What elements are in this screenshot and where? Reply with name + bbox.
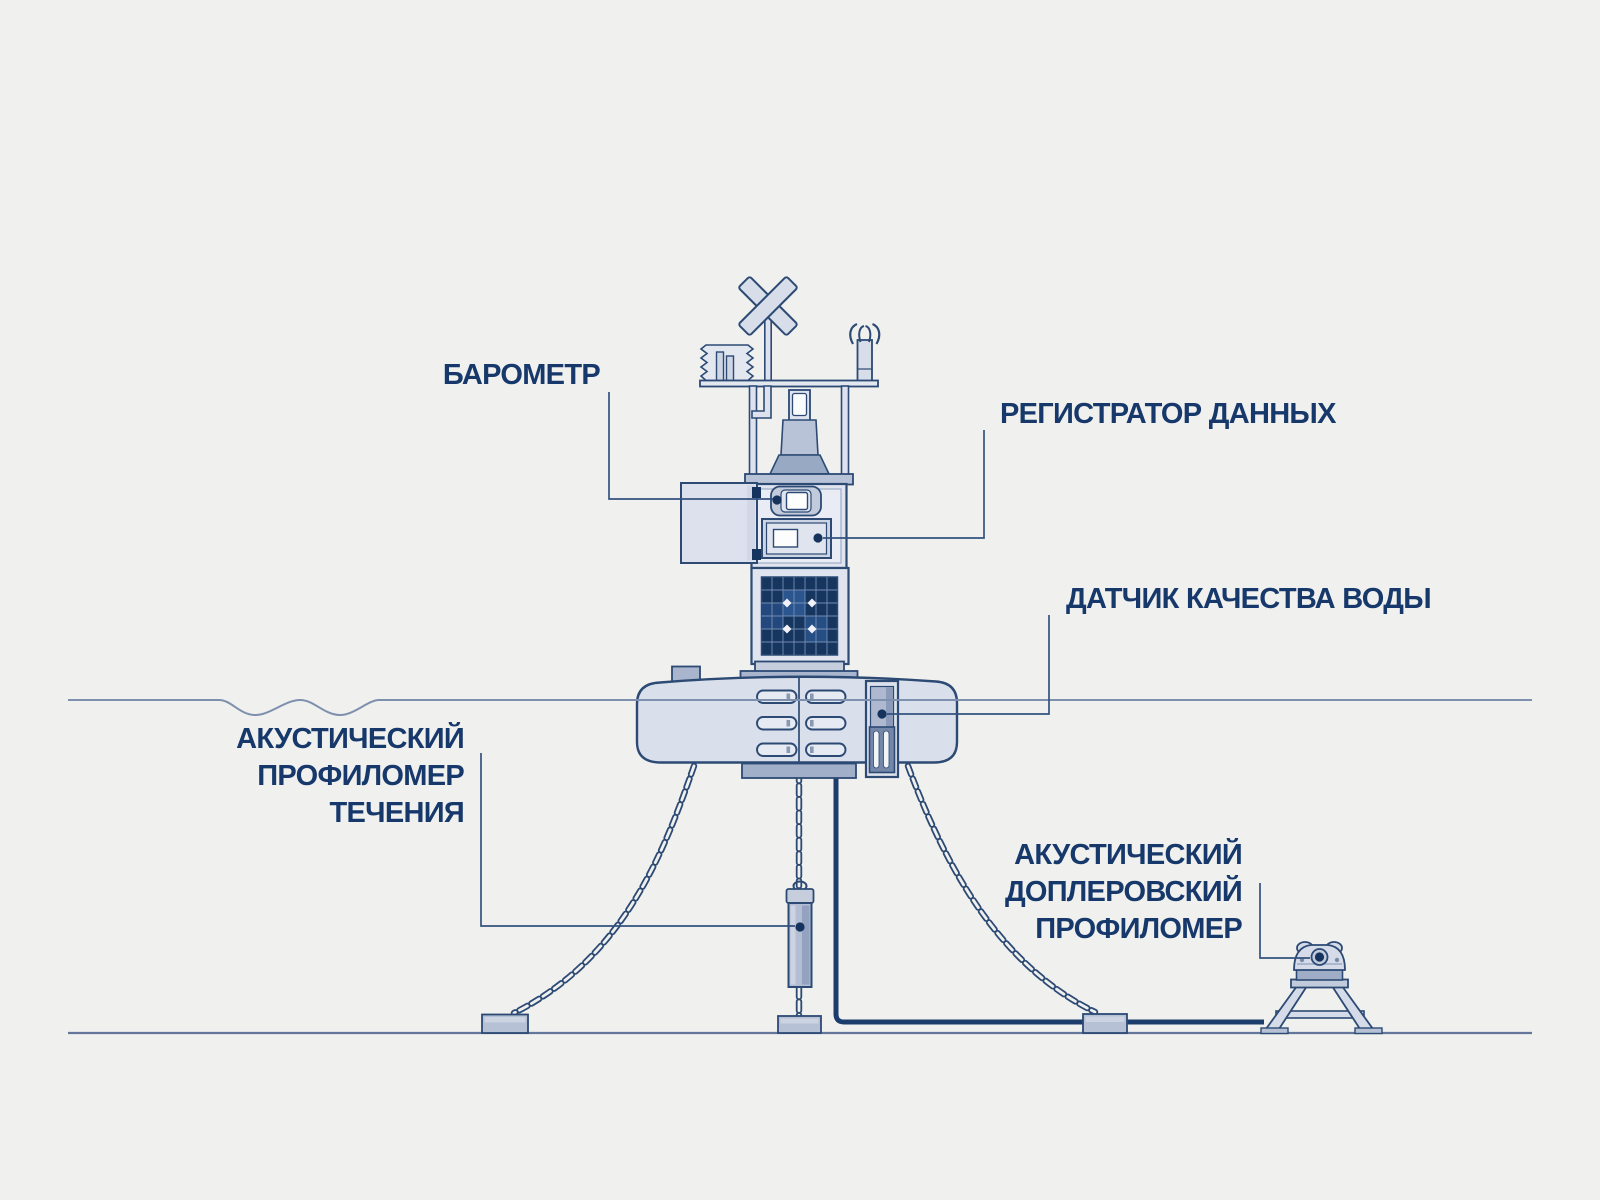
barometer-unit [770,485,822,517]
doppler-profiler-tripod [1260,941,1383,1035]
beacon-light-icon [768,389,831,475]
leader-barometer [608,392,773,500]
callout-leaders [480,392,1310,959]
enclosure-door [680,482,761,564]
anchor-blocks [481,1013,1128,1034]
callout-dots [772,495,887,932]
label-water-quality-sensor: ДАТЧИК КАЧЕСТВА ВОДЫ [1066,583,1432,615]
electronics-enclosure [680,473,854,570]
water-quality-sensor-unit [864,679,900,779]
hull-vents [756,689,847,757]
buoy-hull [635,660,959,779]
mast-crossbar [699,379,879,388]
current-profiler-unit [785,880,815,988]
leader-current-profiler [480,753,795,927]
wind-vane-icon [738,276,798,336]
label-doppler-profiler: АКУСТИЧЕСКИЙ ДОПЛЕРОВСКИЙ ПРОФИЛОМЕР [1004,839,1243,945]
leader-water-quality [887,615,1050,715]
leader-doppler-profiler [1259,883,1310,959]
callout-dot-data-logger [813,533,823,543]
waterline [68,698,1532,717]
mast-elbow-tube [751,385,772,419]
solar-panel [750,566,850,666]
weather-mast [699,276,881,476]
callout-dot-barometer [772,495,782,505]
label-data-logger: РЕГИСТРАТОР ДАННЫХ [1000,398,1336,430]
anchor-right [1082,1013,1128,1034]
anchor-left [481,1013,529,1034]
mooring-chain-left [510,762,698,1017]
mooring-chain-right [904,762,1099,1016]
door-hinge [752,487,761,498]
anchor-center [777,1015,822,1034]
hull-keel-band [741,762,857,779]
callout-dot-current-profiler [795,922,805,932]
solar-cell-diamonds [782,598,817,634]
sonic-anemometer-icon [849,322,881,382]
shield-sensor-tube [725,355,735,382]
data-logger-unit [761,518,832,559]
mast-post-left [748,385,758,476]
data-cable [833,772,1264,1025]
label-barometer: БАРОМЕТР [442,359,601,391]
doppler-transducer-eye [1310,948,1329,966]
door-hinge [752,549,761,560]
callout-dot-water-quality [877,709,887,719]
mast-post-right [840,385,850,476]
label-current-profiler: АКУСТИЧЕСКИЙ ПРОФИЛОМЕР ТЕЧЕНИЯ [236,723,465,829]
shield-sensor-tube [715,351,725,382]
leader-data-logger [823,430,985,539]
